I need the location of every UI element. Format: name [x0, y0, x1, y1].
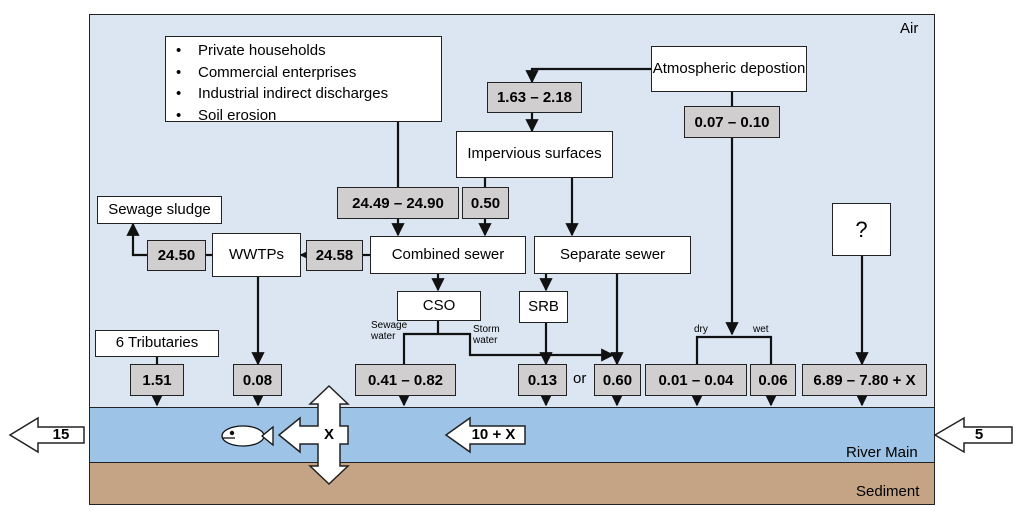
exchange-value: X	[323, 426, 334, 443]
source-item: Commercial enterprises	[176, 62, 441, 84]
value-combined-to-wwtps: 24.58	[306, 240, 363, 271]
outflow-arrow	[8, 416, 85, 454]
value-wwtps-to-river: 0.08	[233, 364, 282, 396]
value-atm-direct: 0.07 – 0.10	[684, 106, 780, 138]
wwtps-box: WWTPs	[212, 233, 301, 277]
source-item: Private households	[176, 40, 441, 62]
value-wwtps-to-sludge: 24.50	[147, 240, 206, 271]
value-unknown-to-river: 6.89 – 7.80 + X	[802, 364, 927, 396]
river-label: River Main	[846, 444, 918, 461]
value-sources-to-combined: 24.49 – 24.90	[337, 187, 459, 219]
tributaries-box: 6 Tributaries	[95, 330, 219, 357]
separate-sewer-box: Separate sewer	[534, 236, 691, 274]
value-srb-to-river: 0.13	[518, 364, 567, 396]
value-cso-to-river: 0.41 – 0.82	[355, 364, 456, 396]
storm-water-label: Storm water	[473, 324, 500, 346]
fish-icon	[221, 425, 274, 447]
source-item: Industrial indirect discharges	[176, 83, 441, 105]
dry-label: dry	[694, 324, 708, 335]
value-impervious-to-combined: 0.50	[462, 187, 509, 219]
sewage-sludge-box: Sewage sludge	[97, 196, 222, 224]
sediment-label: Sediment	[856, 483, 920, 500]
exchange-arrow	[277, 384, 350, 486]
atmospheric-deposition-box: Atmospheric depostion	[651, 46, 807, 92]
sediment-zone	[89, 463, 935, 505]
sources-box: Private households Commercial enterprise…	[165, 36, 442, 124]
transport-value: 10 + X	[471, 426, 516, 443]
unknown-source-box: ?	[832, 203, 891, 256]
transport-arrow	[444, 416, 526, 454]
sewage-water-label: Sewage water	[371, 320, 408, 342]
cso-box: CSO	[397, 291, 481, 321]
value-atm-to-impervious: 1.63 – 2.18	[487, 82, 582, 113]
wet-label: wet	[753, 324, 769, 335]
value-tributaries: 1.51	[130, 364, 184, 396]
combined-sewer-box: Combined sewer	[370, 236, 526, 274]
value-separate-to-river: 0.60	[594, 364, 641, 396]
value-atm-dry: 0.01 – 0.04	[645, 364, 747, 396]
source-item: Soil erosion	[176, 105, 441, 127]
value-atm-wet: 0.06	[750, 364, 796, 396]
air-label: Air	[900, 20, 919, 37]
outflow-value: 15	[52, 426, 70, 443]
inflow-arrow	[933, 416, 1013, 454]
srb-box: SRB	[519, 291, 568, 323]
or-label: or	[573, 370, 587, 387]
impervious-surfaces-box: Impervious surfaces	[456, 131, 613, 178]
inflow-value: 5	[974, 426, 984, 443]
